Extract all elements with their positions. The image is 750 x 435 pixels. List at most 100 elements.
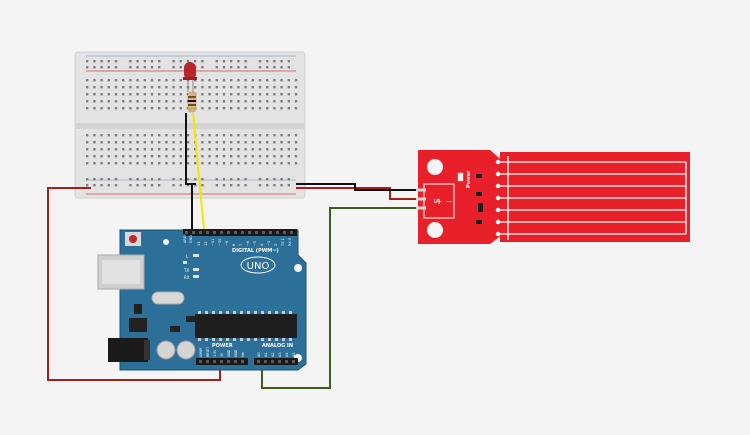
breadboard-hole <box>136 60 139 63</box>
breadboard-hole <box>129 141 132 144</box>
breadboard-hole <box>266 79 269 82</box>
breadboard-hole <box>273 155 276 158</box>
breadboard-hole <box>294 107 298 110</box>
sensor-trace-pad <box>495 171 501 177</box>
breadboard-hole <box>237 66 240 69</box>
led-rim <box>183 77 197 80</box>
breadboard-hole <box>107 79 110 82</box>
breadboard-hole <box>172 155 175 158</box>
breadboard-hole <box>179 86 182 89</box>
resistor <box>187 91 197 113</box>
breadboard-hole <box>129 60 132 63</box>
led-dome <box>184 62 196 80</box>
breadboard-hole <box>136 162 139 165</box>
breadboard-hole <box>201 162 204 165</box>
breadboard-hole <box>266 162 269 165</box>
breadboard-hole <box>114 162 118 165</box>
breadboard-hole <box>258 107 262 110</box>
breadboard-hole <box>215 134 218 137</box>
microcontroller-chip <box>195 314 297 338</box>
breadboard-hole <box>107 162 110 165</box>
breadboard-hole <box>208 162 211 165</box>
digital-pin-label: TX 1 <box>281 238 285 247</box>
breadboard-hole <box>150 86 154 89</box>
breadboard-hole <box>93 148 96 151</box>
breadboard-hole <box>179 100 182 103</box>
analog-pin-label: A4 <box>285 352 289 357</box>
resistor-band-4 <box>188 108 196 110</box>
sensor-trace-pad <box>495 219 501 225</box>
smd-chip-2 <box>186 316 196 322</box>
breadboard-hole <box>258 100 262 103</box>
power-pin-label: Vin <box>241 352 245 357</box>
breadboard-hole <box>215 148 218 151</box>
breadboard-hole <box>201 93 204 96</box>
header-hole <box>290 231 293 234</box>
breadboard-hole <box>172 148 175 151</box>
breadboard-hole <box>136 141 139 144</box>
chip-pin <box>240 311 243 314</box>
breadboard-hole <box>150 93 154 96</box>
sensor-power-label: Power <box>466 170 472 188</box>
breadboard-hole <box>194 184 197 187</box>
breadboard-hole <box>93 79 96 82</box>
breadboard-hole <box>244 107 247 110</box>
breadboard-hole <box>136 148 139 151</box>
breadboard-hole <box>215 141 218 144</box>
breadboard-hole <box>273 134 276 137</box>
header-hole <box>199 360 202 363</box>
header-hole <box>213 360 216 363</box>
breadboard-hole <box>251 86 254 89</box>
sensor-mount-hole-bottom <box>427 222 443 238</box>
chip-pin <box>219 338 222 341</box>
breadboard-hole <box>93 155 96 158</box>
chip-pin <box>261 338 264 341</box>
capacitor-2 <box>176 340 196 360</box>
bottom-header-holes <box>199 360 295 363</box>
breadboard-hole <box>244 60 247 63</box>
header-hole <box>192 231 195 234</box>
chip-pin <box>219 311 222 314</box>
breadboard-hole <box>179 107 182 110</box>
breadboard-hole <box>194 148 197 151</box>
breadboard-hole <box>186 141 190 144</box>
breadboard-hole <box>93 162 96 165</box>
breadboard-hole <box>215 93 218 96</box>
breadboard-hole <box>287 107 290 110</box>
digital-pin-label: ~5 <box>253 241 257 246</box>
usb-port-inner <box>102 260 140 284</box>
breadboard-hole <box>294 155 298 158</box>
breadboard-hole <box>194 86 197 89</box>
breadboard-hole <box>222 93 226 96</box>
breadboard-hole <box>107 66 110 69</box>
header-hole <box>278 360 281 363</box>
breadboard-hole <box>222 155 226 158</box>
chip-pin <box>205 311 208 314</box>
chip-pin <box>275 311 278 314</box>
chip-pin <box>233 338 236 341</box>
breadboard-hole <box>165 100 168 103</box>
breadboard-hole <box>100 141 103 144</box>
breadboard-hole <box>251 93 254 96</box>
breadboard-hole <box>122 93 125 96</box>
breadboard-hole <box>143 100 146 103</box>
breadboard-hole <box>179 79 182 82</box>
breadboard-hole <box>222 107 226 110</box>
breadboard-hole <box>222 66 226 69</box>
breadboard-hole <box>107 141 110 144</box>
breadboard-hole <box>114 79 118 82</box>
digital-pin-label: 12 <box>204 242 208 246</box>
digital-pin-label: ~11 <box>211 239 215 246</box>
breadboard-hole <box>186 184 190 187</box>
breadboard-hole <box>251 100 254 103</box>
reset-button[interactable] <box>129 235 137 243</box>
breadboard-hole <box>186 60 190 63</box>
sensor-smd-resistor-2 <box>476 192 482 196</box>
digital-pin-label: ~3 <box>267 241 271 246</box>
resistor-band-3 <box>188 104 196 106</box>
breadboard-hole <box>266 155 269 158</box>
breadboard-hole <box>280 86 283 89</box>
breadboard-hole <box>100 155 103 158</box>
breadboard-hole <box>258 66 262 69</box>
sensor-probe-area <box>500 152 690 242</box>
